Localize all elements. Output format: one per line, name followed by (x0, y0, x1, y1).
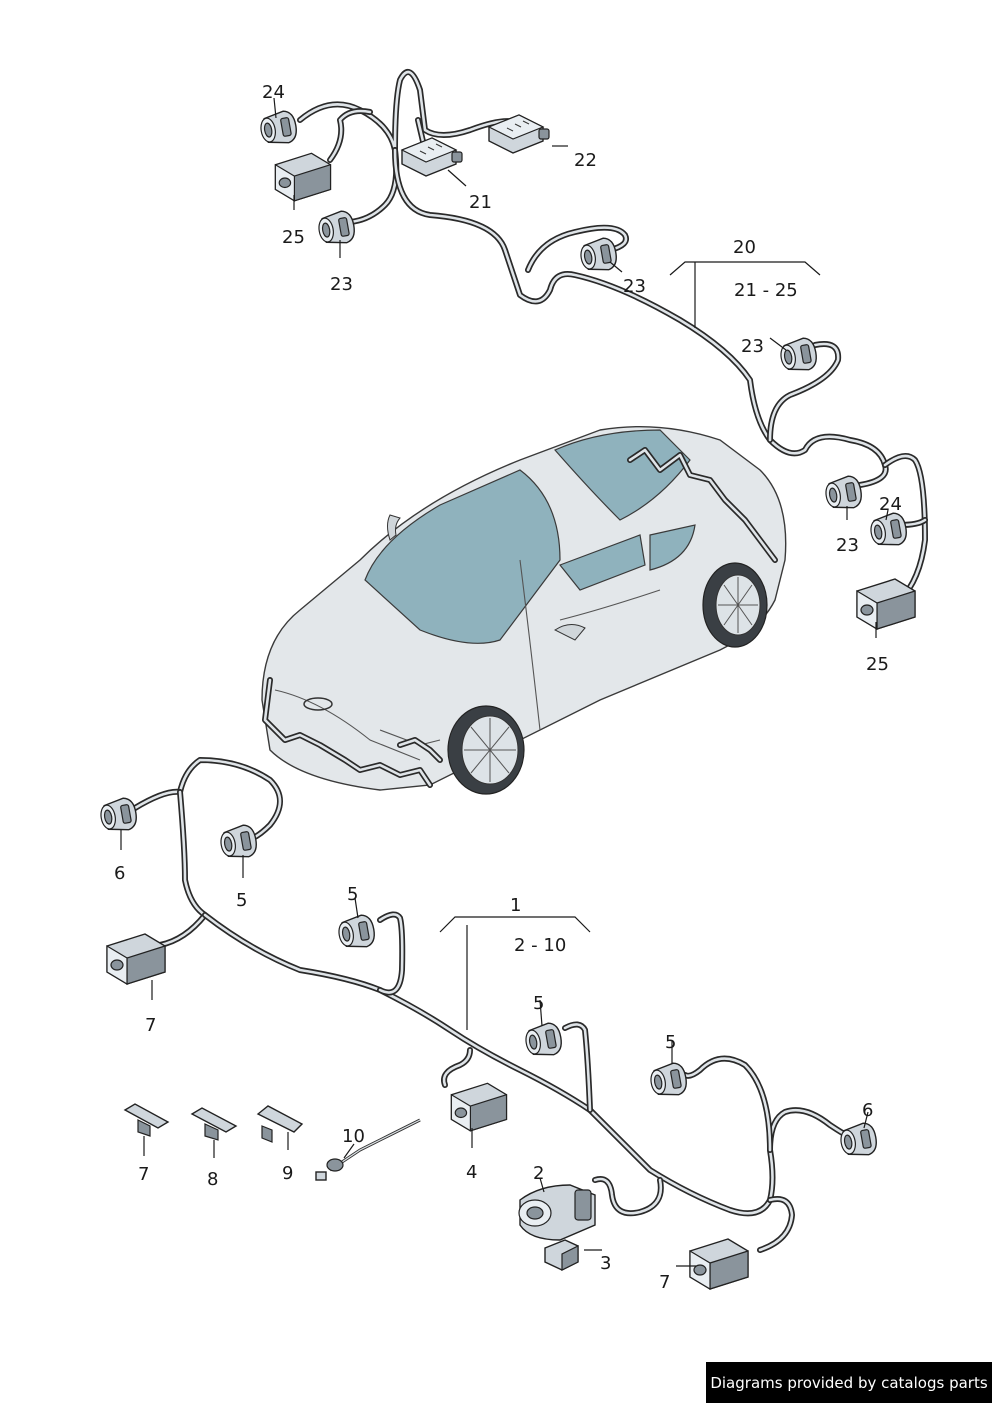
connector-7-right (689, 1238, 749, 1290)
label-3: 3 (600, 1253, 611, 1274)
label-25-right: 25 (866, 654, 889, 675)
label-24-right: 24 (879, 494, 902, 515)
harness-1 (132, 757, 858, 1253)
clip-8 (190, 1107, 238, 1141)
label-7-clip: 7 (138, 1164, 149, 1185)
label-25-top: 25 (282, 227, 305, 248)
connector-24-top (257, 108, 300, 148)
clip-9 (256, 1105, 304, 1143)
connector-25-top (274, 152, 332, 202)
cable-tie-10 (315, 1118, 421, 1181)
label-23-right-lower: 23 (836, 535, 859, 556)
footer-credit: Diagrams provided by catalogs parts (706, 1362, 992, 1403)
label-4: 4 (466, 1162, 477, 1183)
connector-5-right (647, 1060, 690, 1100)
connector-6-left (97, 795, 140, 835)
car-illustration (261, 425, 787, 795)
connector-5-left (217, 822, 260, 862)
label-5-center: 5 (533, 993, 544, 1014)
label-21: 21 (469, 192, 492, 213)
label-7-left: 7 (145, 1015, 156, 1036)
label-10: 10 (342, 1126, 365, 1147)
connector-23-right-lower (822, 473, 865, 513)
connector-25-right (856, 578, 916, 630)
label-22: 22 (574, 150, 597, 171)
connector-5-center (522, 1020, 565, 1060)
label-8: 8 (207, 1169, 218, 1190)
label-23-right-upper: 23 (741, 336, 764, 357)
label-2: 2 (533, 1163, 544, 1184)
connector-7-left (106, 933, 166, 985)
label-23-top-left: 23 (330, 274, 353, 295)
connector-23-top-left (315, 208, 358, 248)
connector-24-right (867, 510, 910, 550)
label-1-range: 2 - 10 (514, 935, 566, 956)
label-9: 9 (282, 1163, 293, 1184)
connector-4 (450, 1082, 508, 1132)
harness-20 (297, 69, 928, 603)
leader-lines (120, 97, 889, 1267)
label-6-left: 6 (114, 863, 125, 884)
label-20-range: 21 - 25 (734, 280, 798, 301)
clip-3 (544, 1239, 579, 1271)
callout-labels: 24 22 21 25 23 23 20 21 - 25 23 24 23 25… (114, 82, 902, 1293)
connector-23-right-upper (777, 335, 820, 375)
label-5-left: 5 (236, 890, 247, 911)
label-23-top-mid: 23 (623, 276, 646, 297)
connector-6-right (837, 1120, 880, 1160)
connector-5-mid (335, 912, 378, 952)
label-20: 20 (733, 237, 756, 258)
label-6-right: 6 (862, 1100, 873, 1121)
connector-2 (518, 1184, 596, 1241)
label-1: 1 (510, 895, 521, 916)
label-7-right: 7 (659, 1272, 670, 1293)
label-5-mid: 5 (347, 884, 358, 905)
label-24-top: 24 (262, 82, 285, 103)
clip-7 (123, 1103, 170, 1137)
connector-23-top-mid (577, 235, 620, 275)
label-5-right: 5 (665, 1032, 676, 1053)
control-unit-21 (401, 137, 463, 177)
